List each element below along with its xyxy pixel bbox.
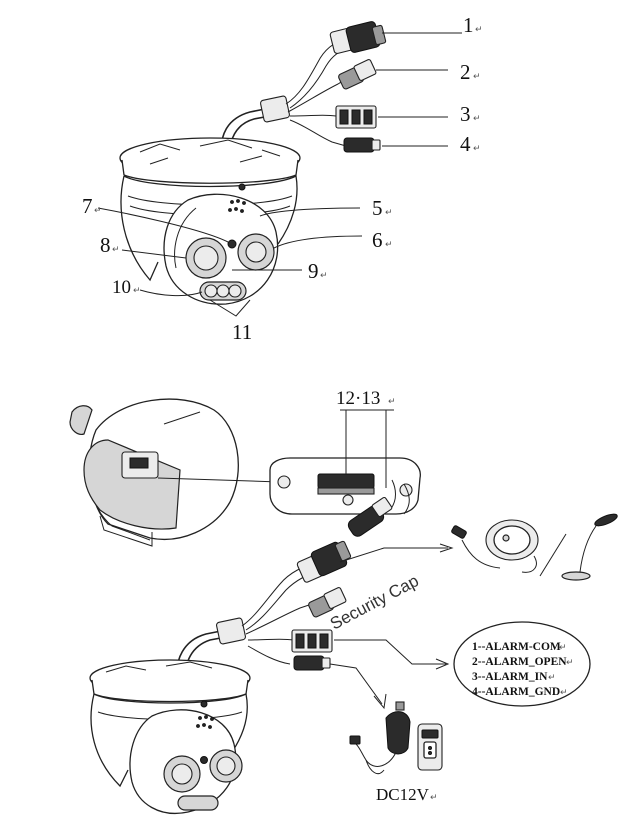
- return-mark: ↵: [385, 208, 393, 218]
- audio-devices: [451, 513, 618, 581]
- callout-1: 1: [463, 13, 474, 37]
- alarm-pin-3: 3--ALARM_IN: [472, 671, 548, 683]
- return-mark: ↵: [430, 793, 438, 803]
- security-cap-part: [69, 405, 93, 435]
- network-connector: [329, 21, 387, 55]
- return-mark: ↵: [388, 397, 396, 407]
- top-leader-lines: [97, 32, 462, 317]
- alarm-pin-1: 1--ALARM-COM: [472, 641, 561, 653]
- alarm-terminal-connector: [335, 105, 377, 129]
- callout-7: 7: [82, 194, 93, 218]
- alarm-pin-4: 4--ALARM_GND: [472, 686, 560, 698]
- wiring-figure: Security Cap: [89, 513, 618, 814]
- power-label: DC12V: [376, 785, 430, 804]
- callout-10: 10: [112, 277, 131, 298]
- power-adapter: DC12V ↵: [349, 701, 443, 804]
- return-mark: ↵: [559, 643, 567, 653]
- callout-4: 4: [460, 132, 471, 156]
- callout-12-13: 12·13: [336, 388, 380, 409]
- alarm-pinout: 1--ALARM-COM ↵ 2--ALARM_OPEN ↵ 3--ALARM_…: [453, 621, 591, 707]
- bottom-alarm-connector: [291, 629, 333, 653]
- return-mark: ↵: [473, 114, 481, 124]
- bottom-audio-connector: [308, 587, 347, 618]
- bottom-network-connector: [296, 540, 352, 583]
- callout-5: 5: [372, 196, 383, 220]
- top-camera-ball: [163, 183, 279, 305]
- audio-connector: [338, 59, 377, 90]
- return-mark: ↵: [385, 240, 393, 250]
- return-mark: ↵: [560, 688, 568, 698]
- callout-3: 3: [460, 102, 471, 126]
- top-camera-figure: 1 ↵ 2 ↵ 3 ↵ 4 ↵ 5 ↵ 6 ↵ 7 ↵ 8 ↵ 9 ↵ 10 ↵…: [82, 13, 483, 344]
- callout-8: 8: [100, 233, 111, 257]
- power-connector: [343, 137, 381, 153]
- return-mark: ↵: [566, 658, 574, 668]
- callout-2: 2: [460, 60, 471, 84]
- wiring-arrows: [329, 543, 454, 710]
- top-mount-base: [119, 137, 301, 184]
- return-mark: ↵: [548, 673, 556, 683]
- return-mark: ↵: [320, 271, 328, 281]
- bottom-camera-body: [89, 659, 251, 814]
- return-mark: ↵: [473, 72, 481, 82]
- return-mark: ↵: [473, 144, 481, 154]
- callout-11: 11: [232, 320, 252, 344]
- callout-9: 9: [308, 259, 319, 283]
- bottom-power-connector: [293, 655, 331, 671]
- return-mark: ↵: [112, 245, 120, 255]
- callout-6: 6: [372, 228, 383, 252]
- return-mark: ↵: [133, 286, 141, 296]
- sd-card-slot-figure: 12·13 ↵: [69, 388, 421, 547]
- return-mark: ↵: [94, 206, 102, 216]
- return-mark: ↵: [475, 25, 483, 35]
- alarm-pin-2: 2--ALARM_OPEN: [472, 656, 567, 668]
